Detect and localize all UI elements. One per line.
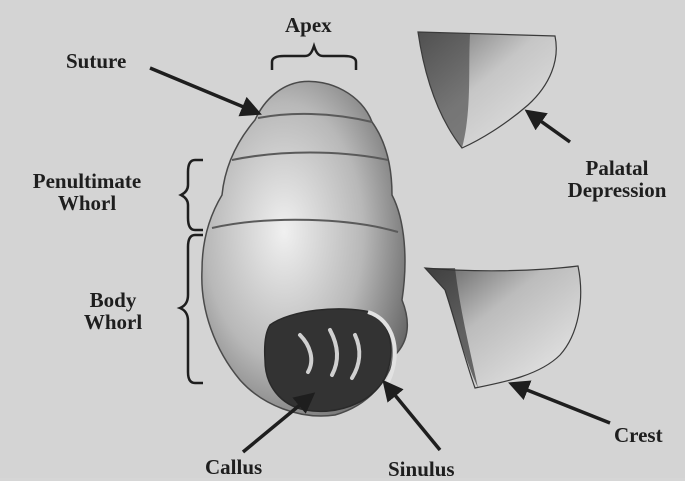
penultimate-whorl-label: Penultimate Whorl (12, 170, 162, 214)
penultimate-whorl-brace (181, 160, 203, 230)
aperture (265, 309, 391, 411)
main-shell (202, 81, 408, 416)
sinulus-arrow (385, 383, 440, 450)
crest-arrow (512, 384, 610, 423)
body-whorl-brace (180, 235, 203, 383)
apex-label: Apex (285, 14, 332, 36)
sinulus-label: Sinulus (388, 458, 455, 480)
palatal-depression-label: Palatal Depression (553, 157, 681, 201)
palatal-fragment-shadow (418, 32, 470, 148)
callus-label: Callus (205, 456, 262, 478)
palatal-depression-arrow (528, 112, 570, 142)
suture-label: Suture (66, 50, 126, 72)
body-whorl-label: Body Whorl (70, 289, 156, 333)
apex-brace (272, 46, 356, 70)
suture-arrow (150, 68, 258, 113)
crest-label: Crest (614, 424, 663, 446)
